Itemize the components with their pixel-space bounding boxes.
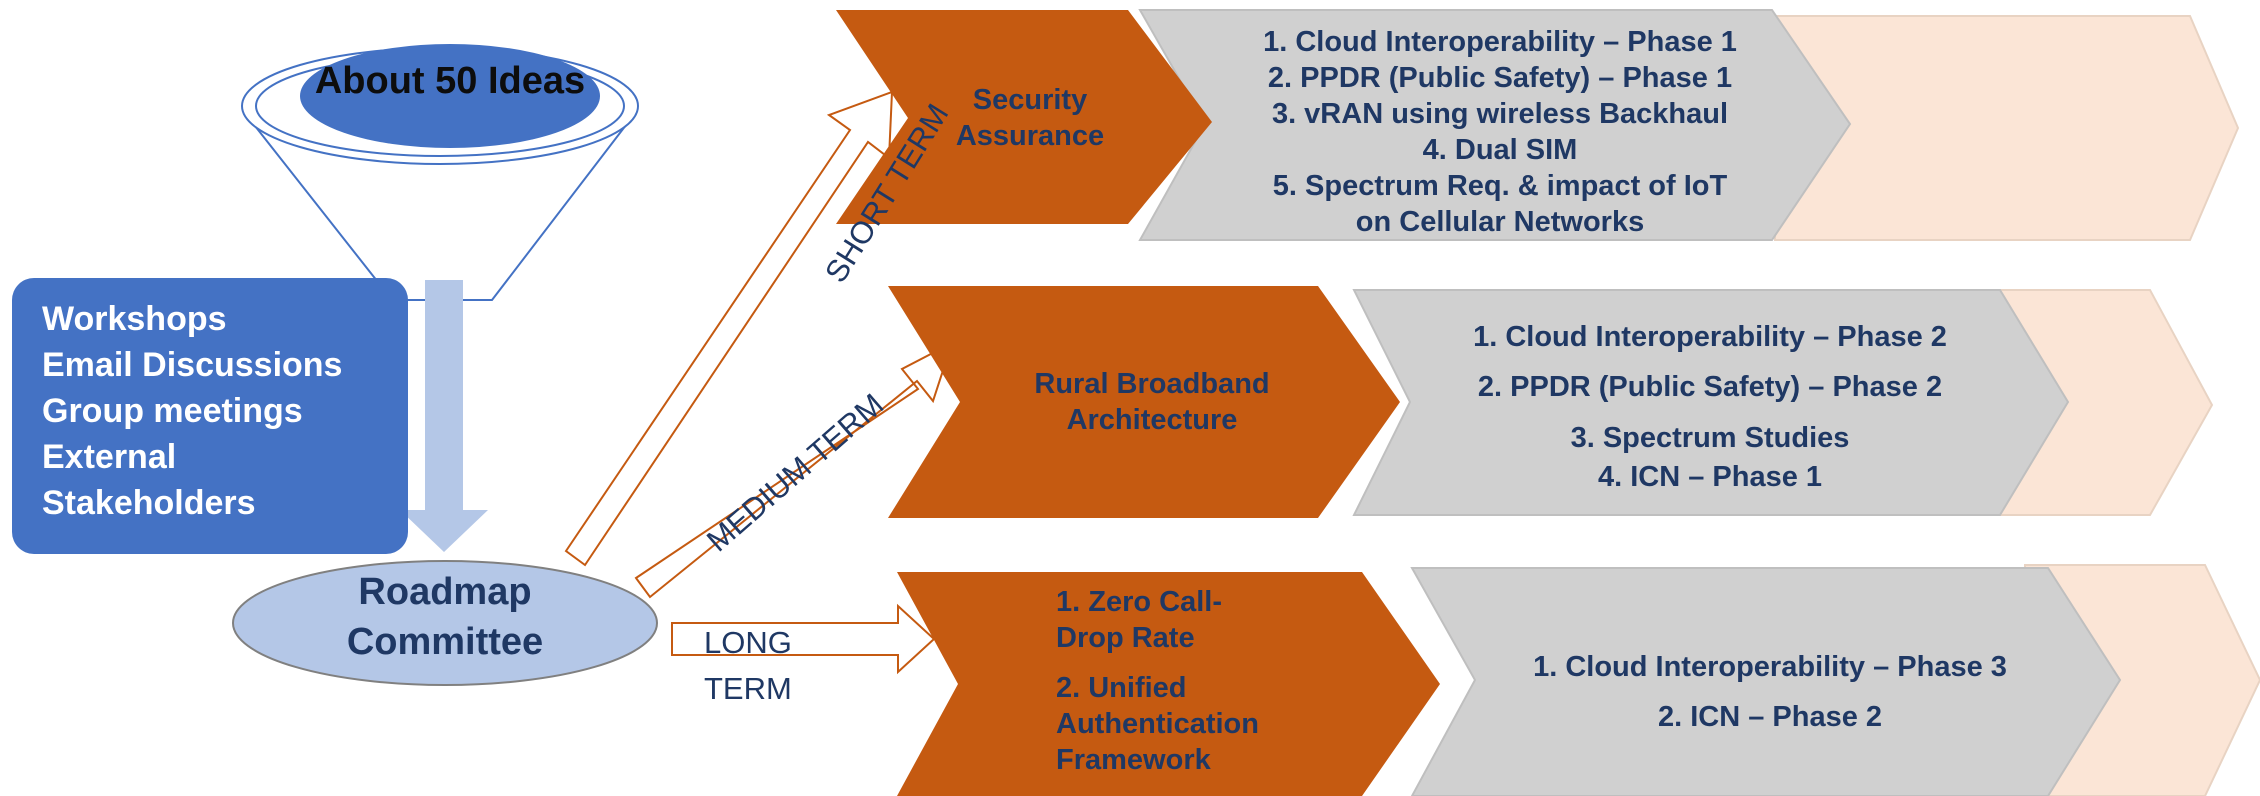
project-item: 4. ICN – Phase 1 [1597, 461, 1823, 493]
down-arrow [400, 280, 488, 552]
long-stage-item: 1. Zero Call- [1056, 586, 1222, 618]
source-item: Stakeholders [42, 484, 256, 522]
committee-ellipse [232, 560, 658, 686]
long-stage-item: Authentication [1056, 708, 1259, 740]
project-item: 1. Cloud Interoperability – Phase 2 [1473, 321, 1947, 353]
orange-chevron-1 [836, 10, 1212, 224]
long-stage-list: 1. Zero Call- Drop Rate 2. Unified Authe… [1056, 584, 1316, 778]
long-stage-item: 2. Unified [1056, 672, 1187, 704]
gray-chevron-2 [1352, 289, 2070, 516]
project-item: 3. Spectrum Studies [1570, 422, 1850, 454]
source-item: Workshops [42, 300, 227, 338]
project-item: 2. PPDR (Public Safety) – Phase 2 [1477, 371, 1943, 403]
project-item: 4. Dual SIM [1422, 134, 1578, 166]
short-project-list: 1. Cloud Interoperability – Phase 1 2. P… [1240, 24, 1760, 240]
orange-chevron-3 [897, 572, 1440, 796]
medium-stage-title: Rural Broadband Architecture [1034, 368, 1270, 436]
project-item: 2. PPDR (Public Safety) – Phase 1 [1267, 62, 1733, 94]
short-term-arrow [564, 90, 894, 567]
sources-box [12, 278, 408, 554]
funnel-top-ellipse [300, 44, 600, 148]
source-item: Group meetings [42, 392, 303, 430]
long-project-list: 1. Cloud Interoperability – Phase 3 2. I… [1510, 642, 2030, 742]
long-stage-item: Drop Rate [1056, 622, 1195, 654]
project-item: 1. Cloud Interoperability – Phase 3 [1533, 651, 2007, 683]
project-item: 3. vRAN using wireless Backhaul [1271, 98, 1729, 130]
gray-chevron-3 [1410, 567, 2122, 796]
source-item: Email Discussions [42, 346, 343, 384]
funnel-label: About 50 Ideas [314, 60, 586, 102]
orange-chevron-2 [888, 286, 1400, 518]
short-stage-title: Security Assurance [955, 84, 1105, 152]
long-term-arrow [671, 603, 936, 675]
source-item: External [42, 438, 177, 476]
project-item: 2. ICN – Phase 2 [1657, 701, 1883, 733]
sources-list: Workshops Email Discussions Group meetin… [42, 296, 342, 526]
project-item: 1. Cloud Interoperability – Phase 1 [1263, 26, 1737, 58]
committee-label: Roadmap Committee [346, 571, 544, 663]
long-term-label: LONG TERM [704, 625, 792, 706]
long-stage-item: Framework [1056, 744, 1211, 776]
project-item: on Cellular Networks [1355, 206, 1645, 238]
medium-project-list: 1. Cloud Interoperability – Phase 2 2. P… [1450, 312, 1970, 493]
project-item: 5. Spectrum Req. & impact of IoT [1272, 170, 1728, 202]
